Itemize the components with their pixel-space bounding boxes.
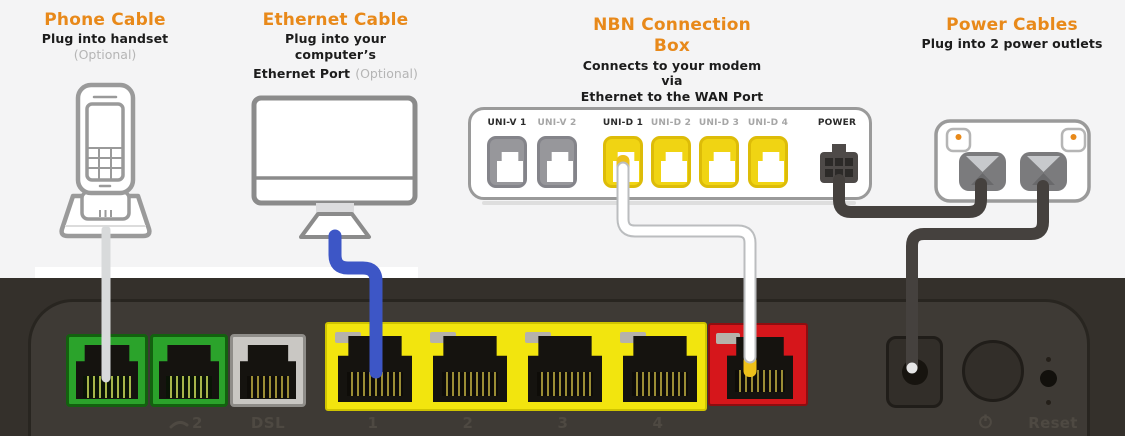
lan4-pins bbox=[632, 372, 688, 396]
phone-cable-title: Phone Cable bbox=[44, 10, 166, 30]
power-cables-sub: Plug into 2 power outlets bbox=[921, 36, 1103, 52]
uni-d2-label: UNI-D 2 bbox=[650, 118, 692, 128]
power-outlets-illustration bbox=[934, 119, 1091, 203]
white-strip bbox=[35, 267, 418, 278]
uni-d4-port bbox=[748, 136, 788, 188]
plug-left bbox=[966, 156, 999, 172]
lan3-label: 3 bbox=[557, 414, 569, 432]
nbn-power-label: POWER bbox=[817, 118, 857, 128]
handset-screen bbox=[85, 102, 125, 182]
phone-port-1-pins bbox=[83, 376, 131, 398]
phone-cable-header: Phone Cable Plug into handset (Optional) bbox=[25, 10, 185, 63]
uni-v2-hole bbox=[547, 152, 573, 182]
switch-indicator-left bbox=[955, 134, 962, 140]
ethernet-cable-title: Ethernet Cable bbox=[262, 10, 409, 30]
modem-dsl-port bbox=[230, 334, 306, 407]
uni-v2-label: UNI-V 2 bbox=[537, 118, 577, 128]
ethernet-optional-text: (Optional) bbox=[355, 65, 418, 81]
power-pin bbox=[845, 169, 853, 177]
uni-v1-hole bbox=[497, 152, 523, 182]
uni-d3-hole bbox=[709, 152, 735, 182]
uni-d3-port bbox=[699, 136, 739, 188]
power-jack-hole bbox=[902, 359, 928, 385]
dsl-port-pins bbox=[247, 376, 289, 398]
uni-d4-label: UNI-D 4 bbox=[747, 118, 789, 128]
lan3-pins bbox=[537, 372, 593, 396]
uni-d1-hole bbox=[613, 152, 639, 182]
modem-wan-port bbox=[708, 323, 808, 406]
lan1-pins bbox=[347, 372, 403, 396]
dsl-label: DSL bbox=[250, 414, 286, 432]
phone-port-2-pins bbox=[166, 376, 212, 398]
nbn-box-sub1: Connects to your modem via bbox=[582, 57, 762, 89]
lan3-tab bbox=[525, 332, 551, 343]
reset-dot-top bbox=[1046, 357, 1051, 362]
phone-icon bbox=[169, 420, 189, 428]
power-pin bbox=[835, 169, 843, 177]
phone-handset-illustration bbox=[59, 82, 152, 239]
power-pin bbox=[825, 169, 833, 177]
monitor-neck bbox=[316, 203, 354, 214]
power-glyph bbox=[979, 414, 992, 429]
power-cables-title: Power Cables bbox=[946, 15, 1078, 35]
uni-d1-port bbox=[603, 136, 643, 188]
uni-d2-port bbox=[651, 136, 691, 188]
uni-v2-port bbox=[537, 136, 577, 188]
ethernet-port-text: Ethernet Port bbox=[253, 65, 351, 81]
ethernet-cable-sub2: Ethernet Port (Optional) bbox=[248, 63, 423, 83]
nbn-box-sub2: Ethernet to the WAN Port bbox=[580, 88, 764, 104]
computer-monitor-illustration bbox=[251, 95, 418, 239]
power-cables-header: Power Cables Plug into 2 power outlets bbox=[912, 15, 1112, 52]
uni-v1-label: UNI-V 1 bbox=[487, 118, 527, 128]
power-connector-tab bbox=[832, 144, 846, 153]
nbn-box-shadow bbox=[482, 201, 856, 205]
phone-cable-optional: (Optional) bbox=[73, 46, 137, 62]
power-pin bbox=[835, 158, 843, 166]
nbn-box-title: NBN Connection Box bbox=[593, 15, 751, 57]
lan2-pins bbox=[442, 372, 498, 396]
modem-phone-port-1 bbox=[66, 334, 148, 407]
power-pin bbox=[825, 158, 833, 166]
phone-cable-sub: Plug into handset bbox=[41, 31, 169, 47]
power-symbol-icon bbox=[978, 414, 1004, 429]
nbn-power-connector bbox=[820, 144, 858, 183]
wan-pins bbox=[735, 370, 785, 392]
lan4-label: 4 bbox=[652, 414, 664, 432]
monitor-screen bbox=[251, 95, 418, 206]
power-pin bbox=[845, 158, 853, 166]
modem-lan-block bbox=[325, 322, 707, 411]
uni-v1-port bbox=[487, 136, 527, 188]
modem-power-button bbox=[962, 340, 1024, 402]
phone-port-2-label: 2 bbox=[155, 414, 217, 432]
uni-d4-hole bbox=[758, 152, 784, 182]
uni-d3-label: UNI-D 3 bbox=[698, 118, 740, 128]
modem-power-jack bbox=[886, 336, 943, 408]
monitor-stand bbox=[299, 212, 371, 239]
reset-label: Reset bbox=[1028, 414, 1078, 432]
ethernet-cable-sub1: Plug into your computer’s bbox=[285, 31, 386, 62]
nbn-box-header: NBN Connection Box Connects to your mode… bbox=[572, 15, 772, 104]
uni-d1-label: UNI-D 1 bbox=[602, 118, 644, 128]
lan2-label: 2 bbox=[462, 414, 474, 432]
lan1-label: 1 bbox=[367, 414, 379, 432]
plug-right bbox=[1027, 156, 1060, 172]
modem-phone-port-2 bbox=[150, 334, 228, 407]
reset-dot-bottom bbox=[1046, 400, 1051, 405]
modem-reset-button bbox=[1040, 370, 1057, 387]
uni-d2-hole bbox=[661, 152, 687, 182]
ethernet-cable-header: Ethernet Cable Plug into your computer’s… bbox=[248, 10, 423, 83]
switch-indicator-right bbox=[1070, 134, 1077, 140]
lan2-tab bbox=[430, 332, 456, 343]
